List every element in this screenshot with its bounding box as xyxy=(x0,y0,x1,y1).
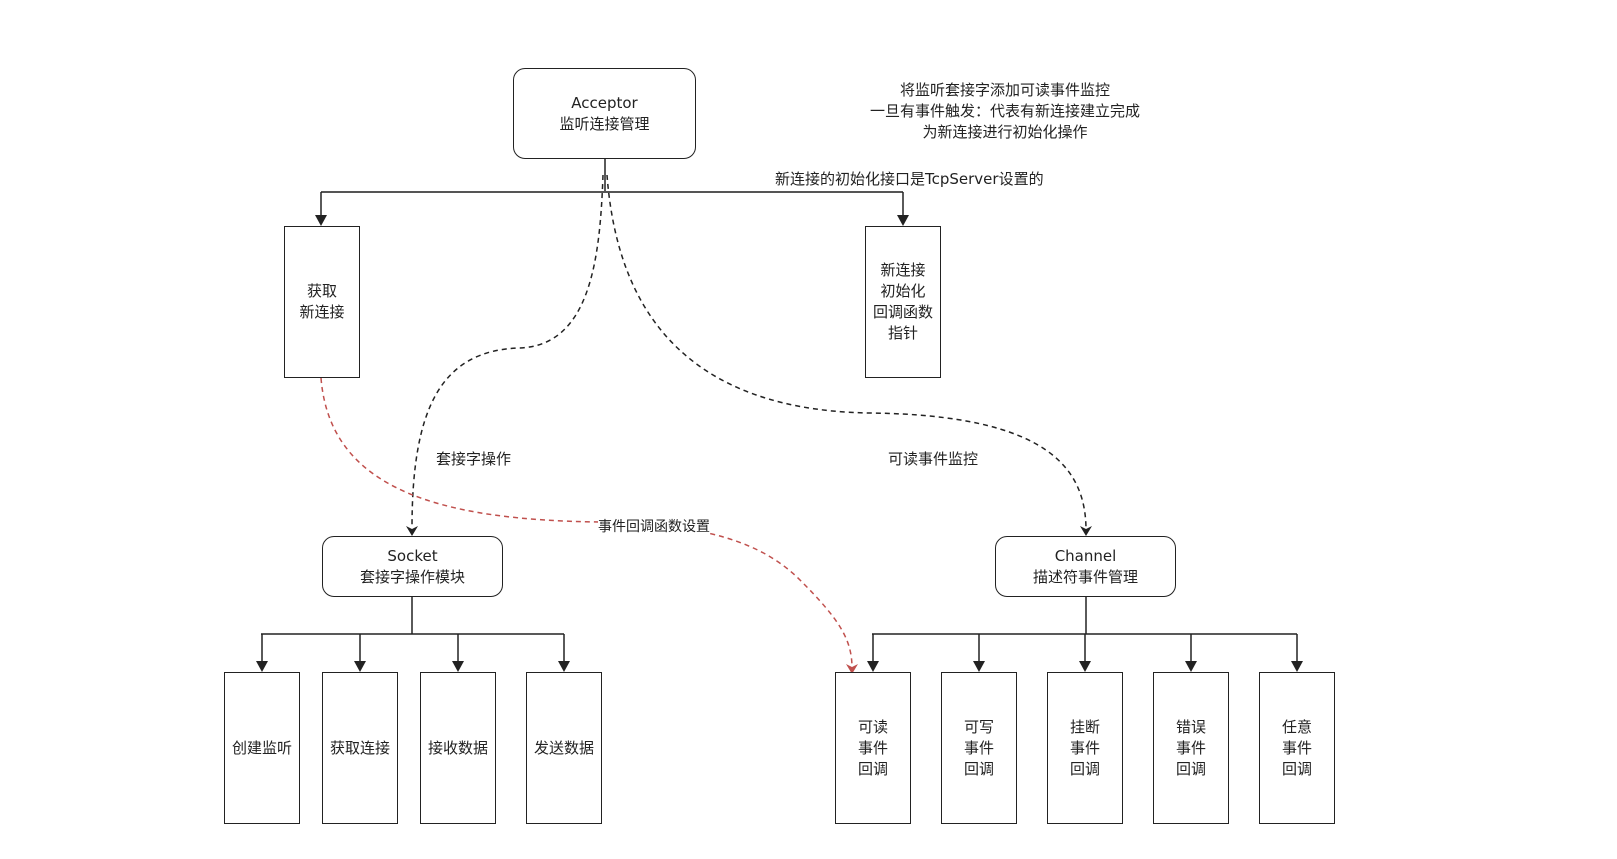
channel-child-arrowhead xyxy=(973,661,985,672)
channel-title: Channel xyxy=(1054,546,1117,565)
get-new-connection-node[interactable]: 获取 新连接 xyxy=(284,226,360,378)
channel-cb-writable[interactable]: 可写 事件 回调 xyxy=(941,672,1017,824)
channel-cb-readable[interactable]: 可读 事件 回调 xyxy=(835,672,911,824)
edge-acceptor-to-channel xyxy=(606,174,1087,529)
edge-label-callback-setting: 事件回调函数设置 xyxy=(598,517,710,538)
edge-label-socket-op: 套接字操作 xyxy=(436,449,512,470)
channel-cb-label: 挂断 事件 回调 xyxy=(1069,717,1100,778)
acceptor-node[interactable]: Acceptor 监听连接管理 xyxy=(513,68,696,159)
socket-op-label: 接收数据 xyxy=(427,738,488,757)
channel-child-arrowhead xyxy=(1291,661,1303,672)
channel-child-arrowhead xyxy=(1185,661,1197,672)
get-new-connection-label: 获取 新连接 xyxy=(299,282,345,321)
note-listen-readable: 将监听套接字添加可读事件监控 一旦有事件触发：代表有新连接建立完成 为新连接进行… xyxy=(869,81,1140,141)
socket-child-arrowhead xyxy=(558,661,570,672)
channel-cb-label: 可写 事件 回调 xyxy=(963,717,994,778)
channel-cb-error[interactable]: 错误 事件 回调 xyxy=(1153,672,1229,824)
edge-callback-setting xyxy=(320,377,853,669)
arrowhead-get-new-conn xyxy=(315,215,327,226)
init-callback-label: 新连接 初始化 回调函数 指针 xyxy=(872,261,933,342)
socket-node[interactable]: Socket 套接字操作模块 xyxy=(322,536,503,597)
channel-cb-hangup[interactable]: 挂断 事件 回调 xyxy=(1047,672,1123,824)
arrowhead-channel xyxy=(1080,526,1092,536)
channel-node[interactable]: Channel 描述符事件管理 xyxy=(995,536,1176,597)
socket-child-arrowhead xyxy=(256,661,268,672)
note-init-interface: 新连接的初始化接口是TcpServer设置的 xyxy=(775,169,1044,190)
edge-label-readable-monitor: 可读事件监控 xyxy=(888,449,979,470)
channel-child-arrowhead xyxy=(1079,661,1091,672)
socket-op-accept[interactable]: 获取连接 xyxy=(322,672,398,824)
socket-op-send[interactable]: 发送数据 xyxy=(526,672,602,824)
socket-child-arrowhead xyxy=(452,661,464,672)
socket-op-label: 创建监听 xyxy=(231,738,292,757)
channel-subtitle: 描述符事件管理 xyxy=(1032,567,1138,586)
socket-op-label: 发送数据 xyxy=(533,738,594,757)
socket-subtitle: 套接字操作模块 xyxy=(359,567,465,586)
socket-op-recv[interactable]: 接收数据 xyxy=(420,672,496,824)
channel-cb-label: 错误 事件 回调 xyxy=(1175,717,1206,778)
channel-child-arrowhead xyxy=(867,661,879,672)
arrowhead-socket xyxy=(406,526,418,536)
socket-child-arrowhead xyxy=(354,661,366,672)
channel-cb-label: 可读 事件 回调 xyxy=(857,717,888,778)
socket-op-label: 获取连接 xyxy=(329,738,390,757)
init-callback-node[interactable]: 新连接 初始化 回调函数 指针 xyxy=(865,226,941,378)
socket-op-create-listen[interactable]: 创建监听 xyxy=(224,672,300,824)
arrowhead-init-callback xyxy=(897,215,909,226)
socket-title: Socket xyxy=(387,546,438,565)
channel-cb-label: 任意 事件 回调 xyxy=(1281,717,1312,778)
acceptor-subtitle: 监听连接管理 xyxy=(559,114,650,133)
channel-cb-any[interactable]: 任意 事件 回调 xyxy=(1259,672,1335,824)
edge-acceptor-to-socket xyxy=(411,174,604,529)
acceptor-title: Acceptor xyxy=(571,93,638,112)
arrowhead-red xyxy=(846,664,858,674)
